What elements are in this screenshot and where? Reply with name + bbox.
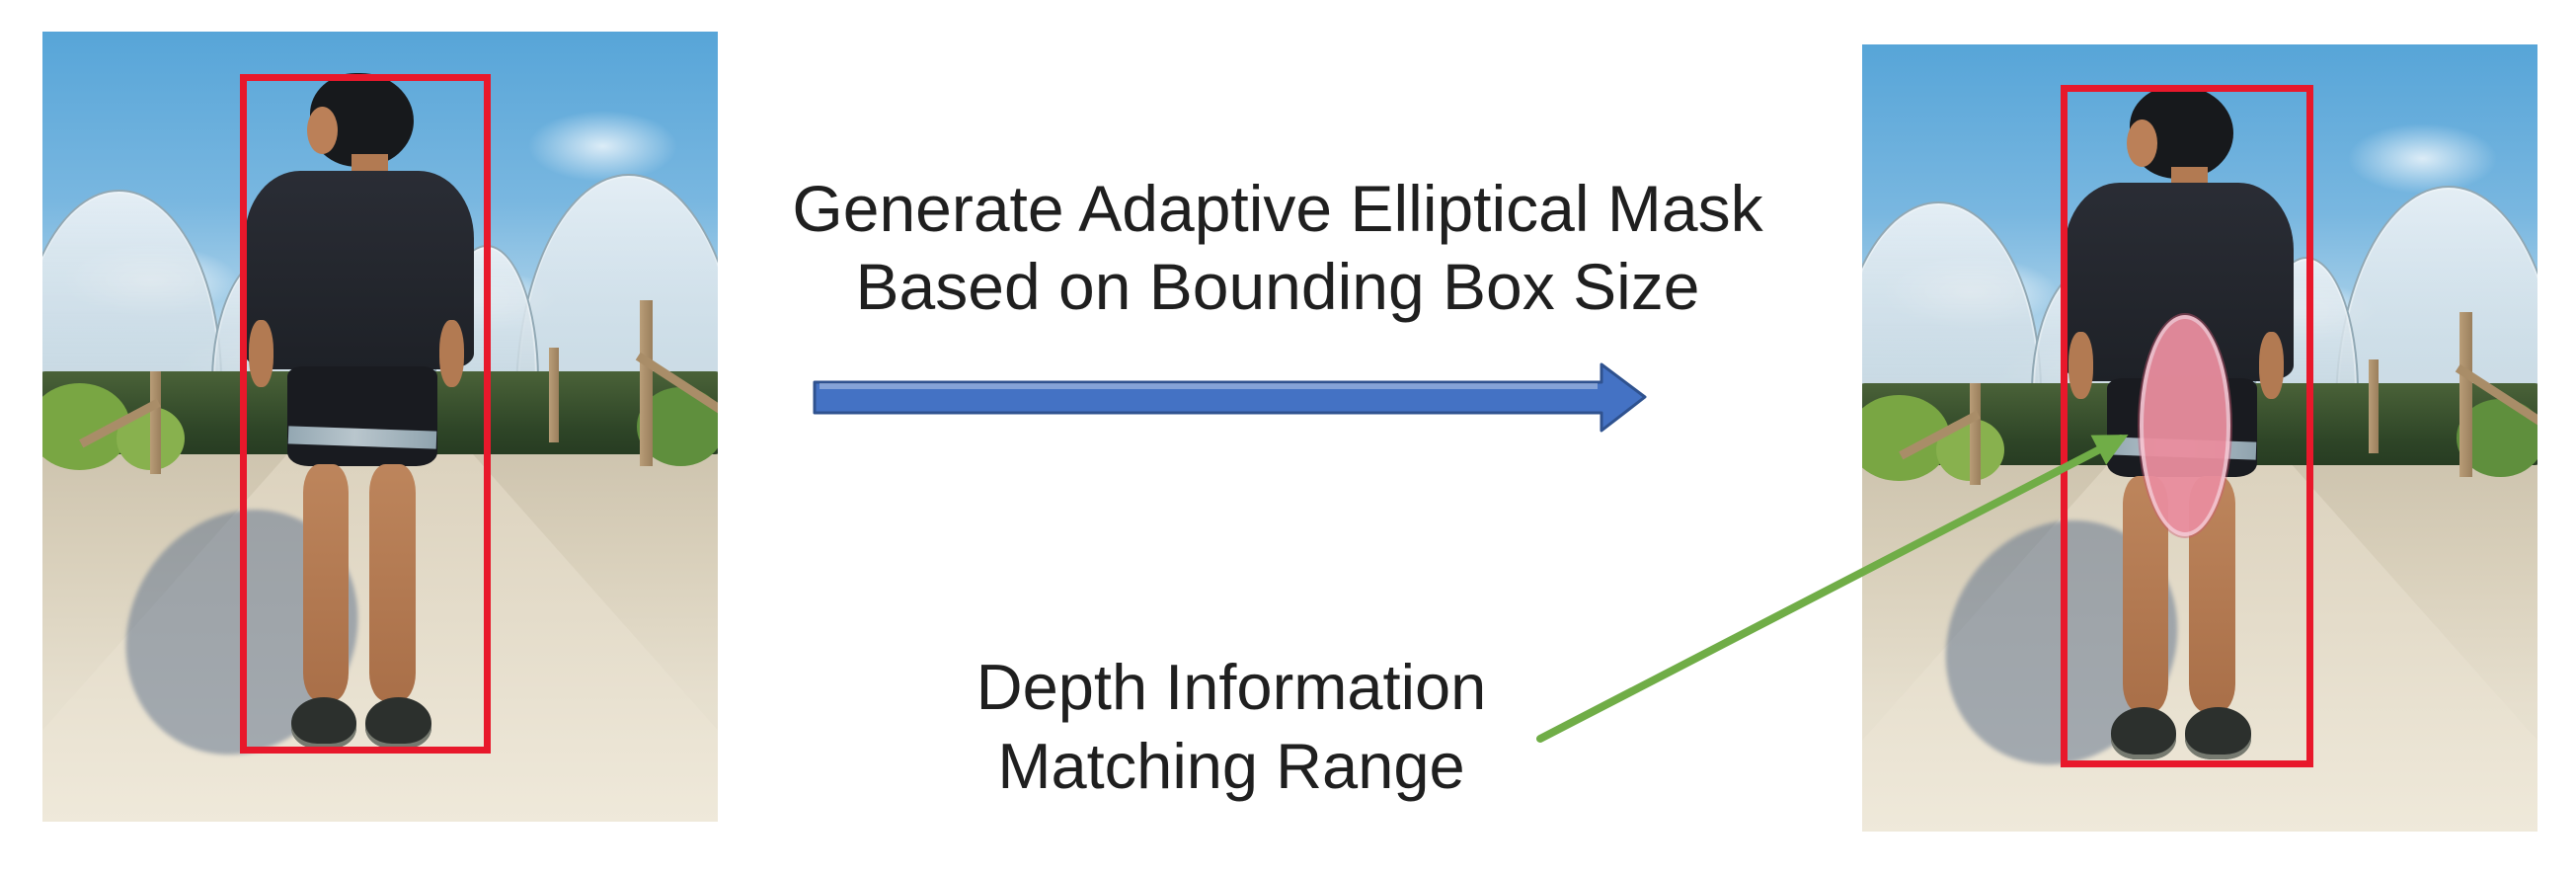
bounding-box bbox=[2061, 85, 2313, 767]
person-arm bbox=[439, 320, 464, 387]
mask-caption-line2: Matching Range bbox=[997, 730, 1465, 802]
person-shoe bbox=[291, 696, 357, 750]
mask-caption-line1: Depth Information bbox=[976, 651, 1487, 723]
person-arm bbox=[2259, 331, 2284, 399]
person-leg bbox=[303, 464, 349, 702]
fence-post bbox=[2369, 358, 2379, 454]
photo-with-elliptical-mask bbox=[1862, 44, 2537, 832]
fence-post bbox=[2459, 311, 2472, 478]
depth-mask-ellipse bbox=[2140, 315, 2230, 536]
bounding-box bbox=[240, 74, 491, 754]
fence-post bbox=[1970, 382, 1982, 486]
person-arm bbox=[249, 320, 273, 387]
process-caption-line2: Based on Bounding Box Size bbox=[855, 250, 1700, 323]
fence-post bbox=[640, 300, 653, 466]
person-silhouette bbox=[42, 32, 718, 822]
person-shoe bbox=[2184, 707, 2251, 759]
person-shorts bbox=[286, 366, 438, 466]
mask-caption: Depth Information Matching Range bbox=[935, 648, 1527, 806]
fence-post bbox=[549, 348, 559, 442]
cloud bbox=[2348, 122, 2497, 195]
process-caption: Generate Adaptive Elliptical Mask Based … bbox=[784, 170, 1771, 326]
person-shirt bbox=[244, 170, 475, 370]
fence-post bbox=[150, 371, 162, 474]
cloud bbox=[528, 111, 677, 182]
person-arm bbox=[2069, 331, 2093, 399]
process-arrow-icon bbox=[813, 362, 1647, 433]
person-leg bbox=[369, 464, 417, 702]
photo-detected-person bbox=[42, 32, 718, 822]
person-cheek bbox=[2127, 119, 2157, 167]
person-cheek bbox=[307, 107, 338, 154]
process-caption-line1: Generate Adaptive Elliptical Mask bbox=[792, 172, 1763, 245]
person-shoe bbox=[364, 696, 431, 750]
